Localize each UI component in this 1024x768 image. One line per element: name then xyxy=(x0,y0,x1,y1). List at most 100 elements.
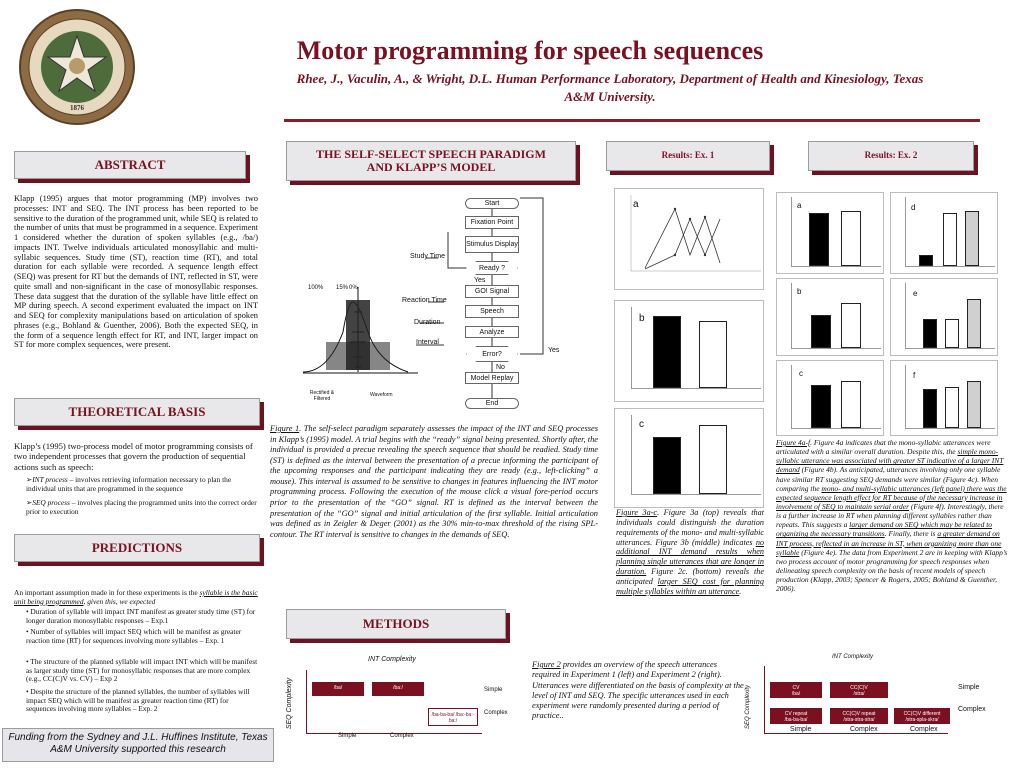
ex1-b-bar-2 xyxy=(699,321,727,388)
ex1-chart-a: a xyxy=(614,188,764,290)
paradigm-flowchart: Start Fixation Point Stimulus Display Re… xyxy=(298,192,598,417)
ex2-e-bar-3 xyxy=(967,299,981,348)
exp2-cell-ccv-repeat: CC(C)V repeat/stra-stra-stra/ xyxy=(830,708,888,724)
flow-end: End xyxy=(465,398,519,409)
figure3-text-a: . Figure 3a (top) reveals that individua… xyxy=(616,508,764,547)
ex2-chart-d: d xyxy=(890,192,998,274)
ex2-c-bar-2 xyxy=(841,381,861,428)
methods-heading: METHODS xyxy=(286,609,506,639)
exp2-col-complex2: Complex xyxy=(910,726,938,733)
ex1-chart-c: c xyxy=(614,408,764,508)
figure2-caption: Figure 2 provides an overview of the spe… xyxy=(532,660,744,722)
predictions-intro-u: syllable is the basic unit being program… xyxy=(14,588,258,606)
flow-go: GO! Signal xyxy=(465,285,519,298)
poster-title: Motor programming for speech sequences xyxy=(296,36,764,65)
seq-term: SEQ process xyxy=(32,498,70,507)
figure3-text-b: Figure 2c. (bottom) reveals the anticipa… xyxy=(616,567,764,586)
ex1-panel-b: b xyxy=(639,313,645,324)
seal-year: 1876 xyxy=(70,104,84,112)
ex1-heading: Results: Ex. 1 xyxy=(606,141,770,171)
figure4-text-b: (Figure 4b). As anticipated, utterances … xyxy=(776,465,1001,493)
ex2-d-bar-1 xyxy=(919,255,933,266)
figure4-text-e: (Figure 4e). The data from Experiment 2 … xyxy=(776,547,1008,594)
ex1-a-series-1 xyxy=(644,217,721,270)
flow-yes-error: Yes xyxy=(548,347,560,354)
ex1-b-bar-1 xyxy=(653,316,681,388)
theory-bullet-seq: ➢SEQ process – involves placing the prog… xyxy=(26,498,262,516)
figure1-text: . The self-select paradigm separately as… xyxy=(270,424,598,539)
exp2-seq-label: SEQ Complexity xyxy=(745,684,752,730)
theory-bullet-int: ➢INT process – involves retrieving infor… xyxy=(26,475,262,493)
prediction-item-3: • The structure of the planned syllable … xyxy=(26,657,258,684)
exp2-col-complex: Complex xyxy=(850,726,878,733)
ex2-panel-e: e xyxy=(913,289,918,298)
predictions-intro-b: , given this, we expected xyxy=(83,596,156,606)
figure1-caption: Figure 1. The self-select paradigm separ… xyxy=(270,424,598,540)
prediction-item-2: • Number of syllables will impact SEQ wh… xyxy=(26,627,242,645)
flow-stimulus: Stimulus Display xyxy=(465,236,519,253)
exp2-c1s: /ba/ xyxy=(791,691,801,697)
ex2-panel-b: b xyxy=(797,287,802,296)
exp1-col-simple: Simple xyxy=(338,733,357,739)
figure2-text: provides an overview of the speech utter… xyxy=(532,660,744,721)
ex2-chart-c: c xyxy=(776,360,884,436)
predictions-intro: An important assumption made in for thes… xyxy=(14,588,260,606)
flow-start: Start xyxy=(465,198,519,209)
ex2-panel-a: a xyxy=(797,201,802,210)
exp2-c5s: /stra-spla-skra/ xyxy=(905,717,939,723)
exp1-int-label: INT Complexity xyxy=(368,656,416,663)
abstract-heading: ABSTRACT xyxy=(14,151,246,179)
predictions-heading: PREDICTIONS xyxy=(14,534,260,562)
exp1-cell-complex-complex: /ba-ba-ba/ /ba:-ba:-ba:/ xyxy=(428,708,478,726)
figure4-text-u4: a greater demand on INT process, reflect… xyxy=(776,529,1002,557)
figure2-label: Figure 2 xyxy=(532,660,561,669)
ex2-chart-f: f xyxy=(890,360,998,436)
ex2-f-bar-1 xyxy=(923,389,937,428)
label-waveform: Waveform xyxy=(370,392,393,398)
ex1-c-bar-2 xyxy=(699,425,727,494)
ex2-heading: Results: Ex. 2 xyxy=(808,141,974,171)
label-reaction-time: Reaction Time xyxy=(402,297,447,304)
figure3-text-u1: no additional INT demand results when pl… xyxy=(616,537,764,577)
ex2-c-bar-1 xyxy=(811,385,831,428)
prediction-item-4: • Despite the structure of the planned s… xyxy=(26,687,250,714)
flow-fixation: Fixation Point xyxy=(465,216,519,229)
arrow-icon: ➢ xyxy=(26,475,33,484)
exp2-row-complex: Complex xyxy=(958,706,986,713)
label-study-time: Study Time xyxy=(410,253,446,260)
exp2-cell-ccv-different: CC(C)V different/stra-spla-skra/ xyxy=(894,708,950,724)
ex1-c-bar-1 xyxy=(653,437,681,494)
arrow-icon: ➢ xyxy=(26,498,33,507)
exp2-int-label: INT Complexity xyxy=(832,654,874,660)
ex2-e-bar-1 xyxy=(923,319,937,348)
ex2-panel-c: c xyxy=(799,369,803,378)
int-desc: – involves retrieving information necess… xyxy=(26,475,232,493)
funding-note: Funding from the Sydney and J.L. Huffine… xyxy=(2,728,274,762)
exp2-c4s: /stra-stra-stra/ xyxy=(843,717,875,723)
ex2-a-bar-2 xyxy=(841,211,861,266)
ex2-b-bar-2 xyxy=(841,303,861,348)
figure1-label: Figure 1 xyxy=(270,424,300,433)
exp2-c2s: /stra/ xyxy=(853,691,865,697)
exp2-c4: CC(C)V repeat xyxy=(842,711,876,717)
flow-analyze: Analyze xyxy=(465,326,519,338)
ex1-chart-b: b xyxy=(614,300,764,402)
poster-authors: Rhee, J., Vaculin, A., & Wright, D.L. Hu… xyxy=(296,71,924,105)
predictions-intro-a: An important assumption made in for thes… xyxy=(14,588,200,597)
ex1-a-series-2 xyxy=(644,207,721,269)
flow-yes-ready: Yes xyxy=(474,277,486,284)
label-15: 15% xyxy=(336,285,349,291)
ex2-chart-b: b xyxy=(776,278,884,356)
seq-desc: – involves placing the programmed units … xyxy=(26,498,257,516)
flow-replay: Model Replay xyxy=(465,372,519,384)
exp2-row-simple: Simple xyxy=(958,684,980,691)
ex2-d-bar-2 xyxy=(943,213,957,266)
ex2-f-bar-3 xyxy=(967,381,981,428)
figure3-text-u2: larger SEQ cost for planning multiple sy… xyxy=(616,576,764,596)
exp2-c5: CC(C)V different xyxy=(903,711,941,717)
theory-heading: THEORETICAL BASIS xyxy=(14,398,260,426)
figure3-caption: Figure 3a-c. Figure 3a (top) reveals tha… xyxy=(616,508,764,597)
prediction-item-1: • Duration of syllable will impact INT m… xyxy=(26,607,256,625)
exp1-cell-simple-simple: /ba/ xyxy=(312,682,364,696)
label-duration: Duration xyxy=(414,319,441,326)
